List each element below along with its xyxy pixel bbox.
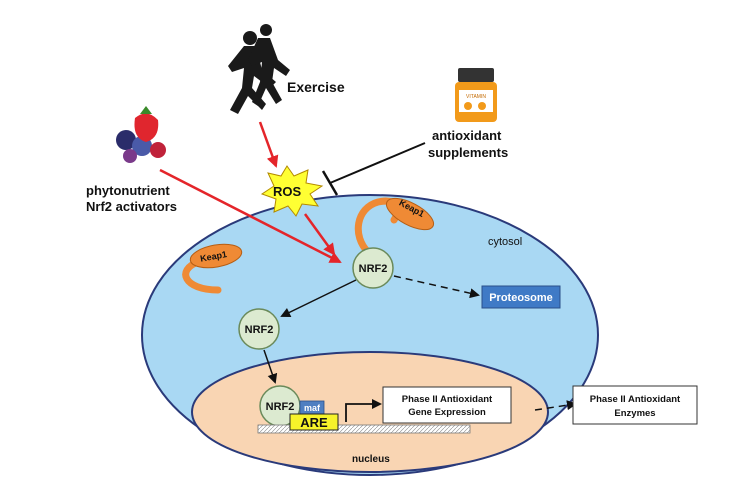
enzymes-box xyxy=(572,385,698,425)
phyto-to-nrf2-arrow xyxy=(159,168,342,264)
to-proteosome-arrow xyxy=(393,275,480,299)
gene-expression-box xyxy=(382,386,512,424)
nrf2-nuclear-label: NRF2 xyxy=(266,401,295,413)
nrf2-bound-label: NRF2 xyxy=(359,263,388,275)
enzymes-line1: Phase II Antioxidant xyxy=(590,394,681,405)
ros-to-nrf2-arrow xyxy=(303,213,336,256)
gene-expression-line1: Phase II Antioxidant xyxy=(402,394,493,405)
vitamin-text: VITAMIN xyxy=(466,94,486,100)
exercise-to-ros-arrow xyxy=(258,121,279,168)
phyto-label-line2: Nrf2 activators xyxy=(86,199,177,214)
phyto-label-line1: phytonutrient xyxy=(86,183,170,198)
exercise-label: Exercise xyxy=(287,79,345,95)
are-element xyxy=(289,413,339,431)
are-label: ARE xyxy=(300,415,328,430)
keap1-free-label: Keap1 xyxy=(199,249,227,264)
proteosome-box xyxy=(481,285,561,309)
antioxidant-label-line1: antioxidant xyxy=(432,128,502,143)
proteosome-label: Proteosome xyxy=(489,292,553,304)
nucleus xyxy=(191,351,549,473)
antioxidant-label-line2: supplements xyxy=(428,145,508,160)
nucleus-label: nucleus xyxy=(352,454,390,465)
nrf2-free-circle xyxy=(238,308,280,350)
berries-icon xyxy=(116,106,166,163)
to-enzymes-arrow xyxy=(534,400,577,411)
nrf2-free-label: NRF2 xyxy=(245,324,274,336)
ros-label: ROS xyxy=(273,184,302,199)
cytosol-label: cytosol xyxy=(488,236,522,248)
vitamin-bottle-icon: VITAMIN xyxy=(455,68,497,122)
nrf2-bound-circle xyxy=(352,247,394,289)
enzymes-line2: Enzymes xyxy=(614,408,655,419)
dna-strand xyxy=(257,424,471,434)
maf-label: maf xyxy=(304,403,321,413)
nrf2-translocation-arrow xyxy=(263,349,278,384)
keap1-free: Keap1 xyxy=(182,243,243,294)
ros-starburst xyxy=(260,165,324,217)
transcription-arrow xyxy=(345,399,382,422)
nrf2-release-arrow xyxy=(280,279,357,317)
antioxidant-inhibition-line xyxy=(329,142,426,184)
antioxidant-inhibition-bar xyxy=(321,170,339,196)
runners-silhouette-icon xyxy=(228,24,290,114)
gene-expression-line2: Gene Expression xyxy=(408,407,486,418)
